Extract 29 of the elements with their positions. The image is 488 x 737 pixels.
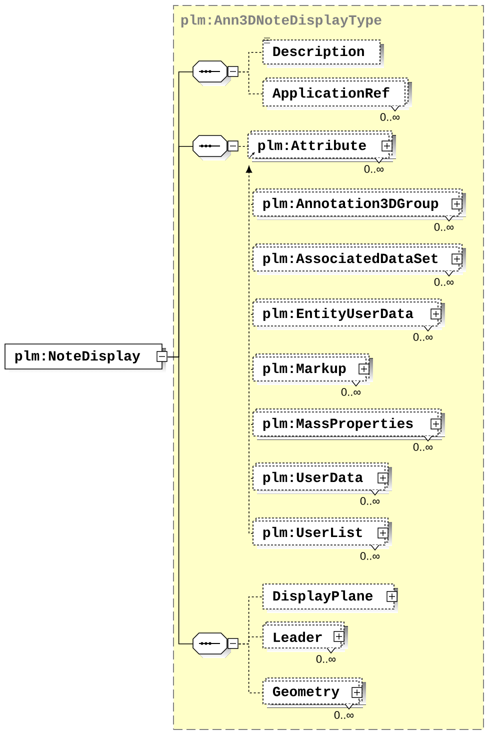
arrow — [246, 166, 254, 534]
element-box: plm:AssociatedDataSet — [252, 244, 466, 277]
element-box: plm:NoteDisplay — [4, 344, 166, 373]
element-box: plm:UserList — [252, 518, 392, 551]
occurrence-label: 0..∞ — [334, 711, 354, 719]
element-box: Leader — [262, 622, 348, 654]
occurrence-label: 0..∞ — [380, 113, 400, 121]
element-box: plm:Attribute — [248, 130, 396, 164]
element-box: ApplicationRef — [262, 78, 412, 112]
occurrence-label: 0..∞ — [360, 552, 380, 560]
element-box: DisplayPlane — [262, 584, 398, 613]
occurrence-label: 0..∞ — [413, 443, 433, 451]
occurrence-label: 0..∞ — [364, 165, 384, 173]
element-box: plm:Annotation3DGroup — [252, 188, 466, 222]
occurrence-label: 0..∞ — [341, 388, 361, 396]
element-box: plm:EntityUserData — [252, 298, 445, 332]
occurrence-label: 0..∞ — [434, 278, 454, 286]
connector-line — [238, 146, 250, 147]
occurrence-label: 0..∞ — [413, 333, 433, 341]
connector-line — [238, 644, 264, 694]
element-box: plm:UserData — [252, 462, 392, 496]
connector-line — [238, 72, 264, 94]
element-box: Description — [262, 40, 384, 68]
element-box: plm:MassProperties — [252, 408, 445, 442]
occurrence-label: 0..∞ — [360, 497, 380, 505]
connector-line — [167, 356, 194, 644]
occurrence-label: 0..∞ — [434, 223, 454, 231]
occurrence-label: 0..∞ — [316, 655, 336, 663]
element-box: Geometry — [262, 678, 366, 710]
